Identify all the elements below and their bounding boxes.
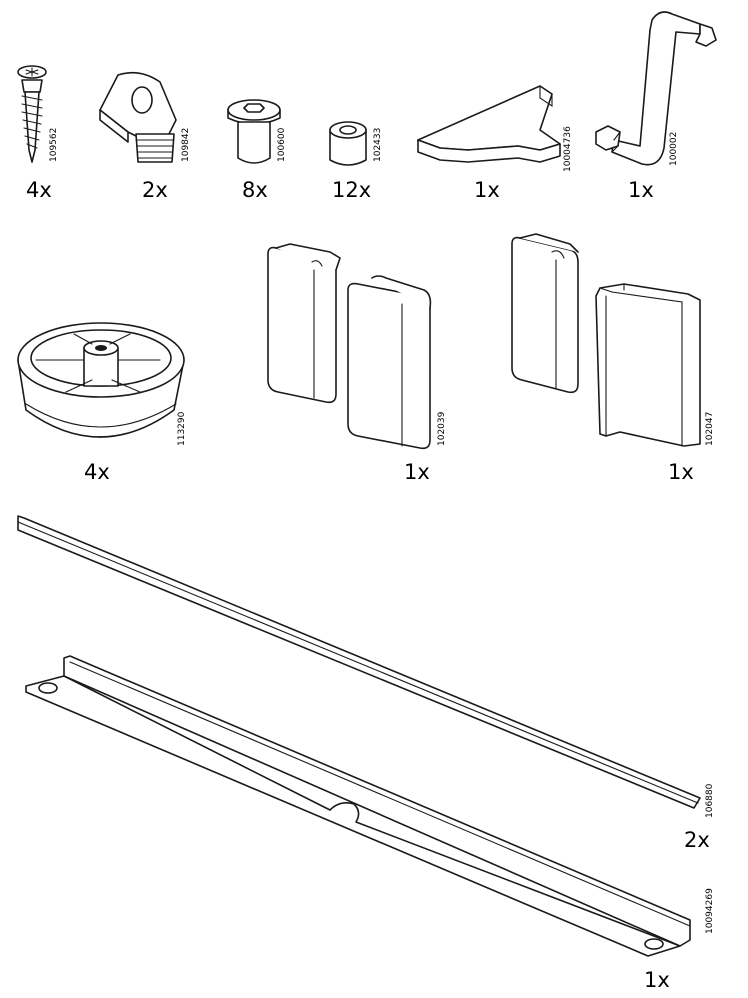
part-quantity: 1x bbox=[404, 460, 430, 484]
part-quantity: 1x bbox=[644, 968, 670, 992]
part-quantity: 1x bbox=[668, 460, 694, 484]
part-quantity: 8x bbox=[242, 178, 268, 202]
part-quantity: 4x bbox=[84, 460, 110, 484]
part-quantity: 1x bbox=[474, 178, 500, 202]
part-quantity: 2x bbox=[142, 178, 168, 202]
part-quantity: 1x bbox=[628, 178, 654, 202]
part-quantity: 4x bbox=[26, 178, 52, 202]
part-quantity: 2x bbox=[684, 828, 710, 852]
part-code: 10094269 bbox=[705, 888, 715, 934]
part-quantity: 12x bbox=[332, 178, 372, 202]
